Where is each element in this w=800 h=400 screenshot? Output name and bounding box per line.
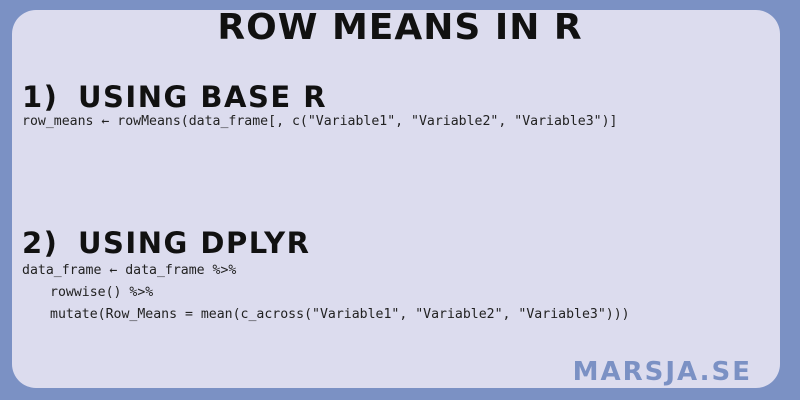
content-card xyxy=(12,10,780,388)
code-line: mutate(Row_Means = mean(c_across("Variab… xyxy=(50,307,630,322)
section-number: 1) xyxy=(22,80,59,114)
code-line: row_means ← rowMeans(data_frame[, c("Var… xyxy=(22,114,618,129)
page-title: ROW MEANS IN R xyxy=(217,7,583,48)
section-heading-dplyr: 2) USING DPLYR xyxy=(22,226,311,260)
code-line: data_frame ← data_frame %>% xyxy=(22,263,237,278)
code-line-indented: mutate(Row_Means = mean(c_across("Variab… xyxy=(22,304,630,326)
brand-watermark: MARSJA.SE xyxy=(572,357,752,387)
section-heading-label: USING BASE R xyxy=(78,80,328,114)
code-block-base-r: row_means ← rowMeans(data_frame[, c("Var… xyxy=(22,111,617,133)
section-heading-base-r: 1) USING BASE R xyxy=(22,80,327,114)
section-heading-label: USING DPLYR xyxy=(78,226,311,260)
code-line-indented: rowwise() %>% xyxy=(22,282,630,304)
code-block-dplyr: data_frame ← data_frame %>% rowwise() %>%… xyxy=(22,260,630,326)
code-line: rowwise() %>% xyxy=(50,285,154,300)
section-number: 2) xyxy=(22,226,59,260)
